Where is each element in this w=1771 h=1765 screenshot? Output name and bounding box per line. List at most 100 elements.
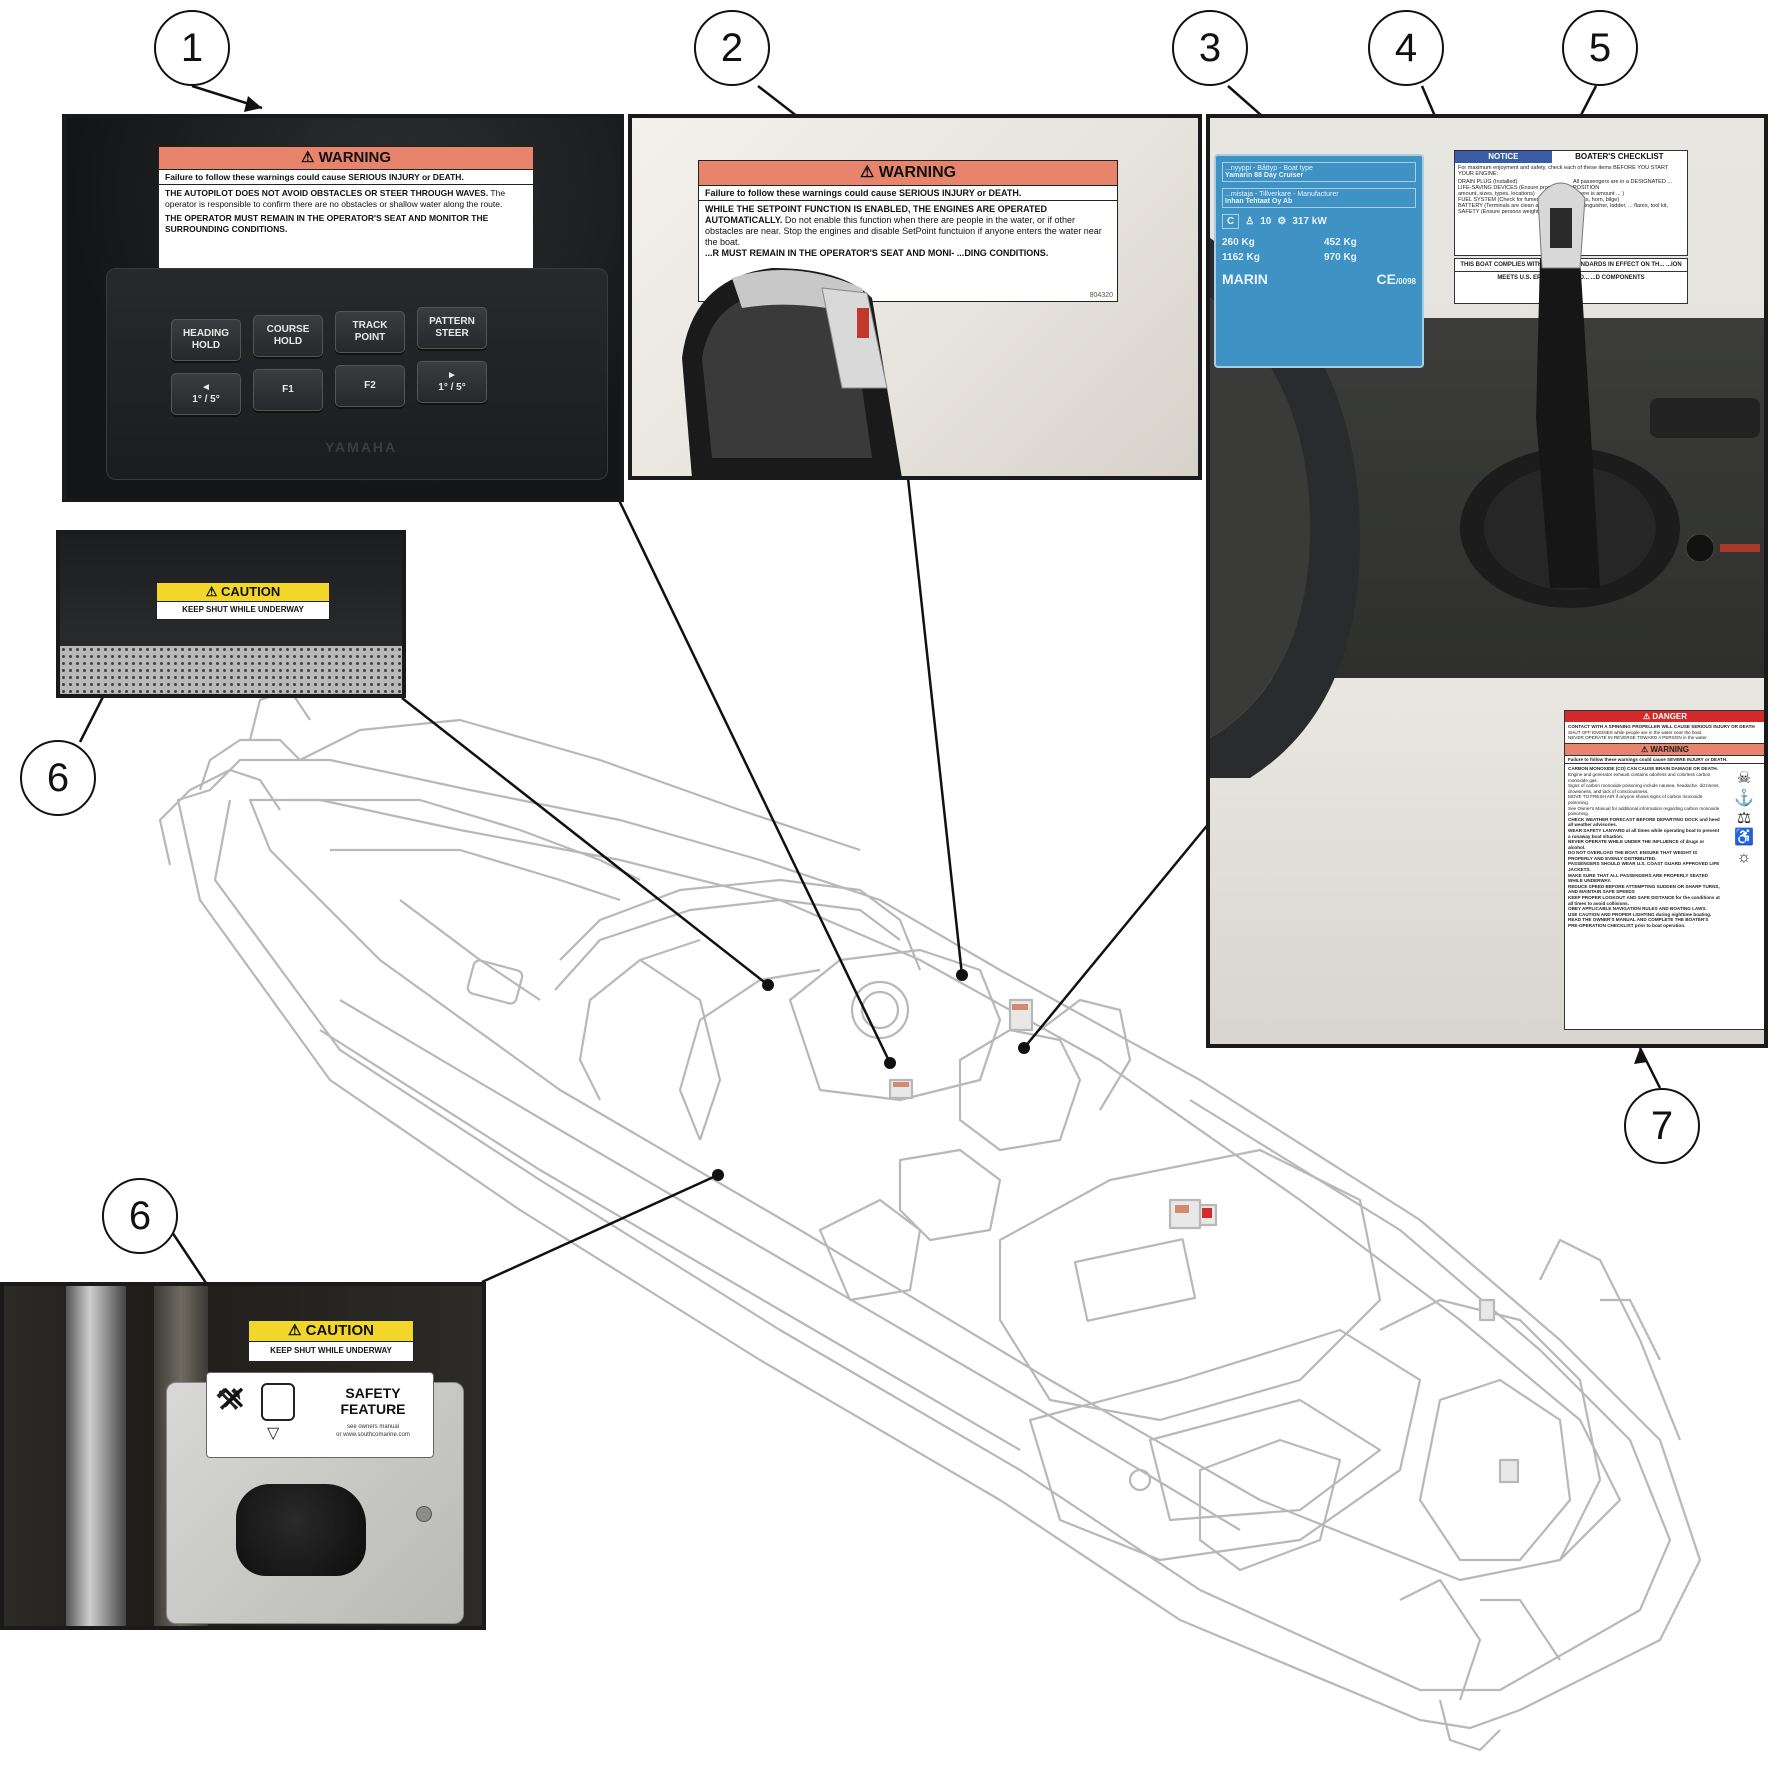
bow-rail	[158, 688, 311, 866]
warning-triangle-icon: ⚠	[1640, 744, 1651, 754]
checklist-item-right-2: (There is amount ... )	[1573, 191, 1625, 197]
caution-label-upper: ⚠ CAUTION KEEP SHUT WHILE UNDERWAY	[156, 582, 330, 620]
callout-1: 1	[154, 10, 230, 86]
mesh-grille	[60, 646, 402, 694]
seated-passenger-icon: ♿	[1734, 829, 1754, 847]
plate-boat-type: Yamarin 88 Day Cruiser	[1225, 172, 1304, 179]
plate-weight-1: 260 Kg	[1222, 237, 1255, 248]
warning-item: CARBON MONOXIDE (CO) CAN CAUSE BRAIN DAM…	[1568, 766, 1718, 772]
warning-item: MAKE SURE THAT ALL PASSENGERS ARE PROPER…	[1568, 872, 1708, 884]
warning-item: KEEP PROPER LOOKOUT AND SAFE DISTANCE fo…	[1568, 895, 1720, 906]
warning-triangle-icon: ⚠	[859, 164, 875, 181]
plate-max-persons: 10	[1260, 216, 1272, 227]
plate-ce-number: /0098	[1395, 277, 1416, 286]
warning-item: Engine and generator exhaust contains od…	[1568, 771, 1711, 783]
helm-console	[788, 948, 1002, 1102]
callout-2: 2	[694, 10, 770, 86]
warning-item: DO NOT OVERLOAD THE BOAT. ENSURE THAT WE…	[1568, 850, 1698, 861]
warning-title: WARNING	[1650, 744, 1690, 754]
leader-6a	[401, 697, 769, 986]
warning-line-1-rest: Do not enable this function when there a…	[705, 215, 1102, 247]
warning-triangle-icon: ⚠	[205, 584, 218, 599]
key-port-adjust[interactable]: ◄1° / 5°	[171, 373, 241, 415]
leader-6b	[481, 1173, 719, 1284]
warning-title: WARNING	[878, 164, 957, 181]
warning-triangle-icon: ⚠	[300, 149, 315, 166]
danger-line-3: NEVER OPERATE IN REVERSE TOWARD A PERSON…	[1568, 735, 1708, 741]
photo-setpoint-warning: ⚠ WARNING Failure to follow these warnin…	[628, 114, 1202, 480]
key-starboard-adjust[interactable]: ►1° / 5°	[417, 361, 487, 403]
safety-feature-website: or www.southcomarine.com	[336, 1432, 410, 1438]
warning-item: CHECK WEATHER FORECAST BEFORE DEPARTING …	[1568, 816, 1720, 828]
warning-line-2: ...R MUST REMAIN IN THE OPERATOR'S SEAT …	[705, 248, 1049, 258]
throttle-control-image	[1460, 182, 1760, 608]
safety-feature-line-1: SAFETY	[345, 1385, 401, 1401]
plate-weight-4: 970 Kg	[1324, 252, 1357, 263]
plate-weight-2: 452 Kg	[1324, 237, 1357, 248]
co-poisoning-icon: ☠	[1736, 770, 1752, 788]
callout-7: 7	[1624, 1088, 1700, 1164]
caution-label-lower: ⚠ CAUTION KEEP SHUT WHILE UNDERWAY	[248, 1320, 414, 1362]
checklist-item-safety: SAFETY (Ensure persons weight and ...)	[1458, 209, 1558, 215]
plate-manufacturer-label: ...mistaja - Tillverkare - Manufacturer	[1225, 191, 1339, 198]
caution-text: KEEP SHUT WHILE UNDERWAY	[270, 1346, 392, 1355]
safety-feature-line-2: FEATURE	[340, 1401, 406, 1417]
warning-code: 804320	[1089, 292, 1113, 299]
checklist-heading: BOATER'S CHECKLIST	[1551, 151, 1687, 163]
engine-icon: ⚙	[1277, 216, 1287, 227]
warning-subtitle: Failure to follow these warnings could c…	[159, 170, 533, 185]
capacity-plate: ...nyyppi - Båttyp - Boat type Yamarin 8…	[1214, 154, 1424, 368]
leader-3-7	[1023, 821, 1211, 1049]
windshield	[559, 878, 922, 971]
checklist-item-right-4: ...extinguisher, ladder, ... flares, too…	[1573, 203, 1669, 209]
leader-1	[616, 497, 892, 1064]
warning-item: See Owner's Manual for additional inform…	[1568, 805, 1720, 817]
photo-autopilot-keypad: ⚠ WARNING Failure to follow these warnin…	[62, 114, 624, 502]
key-f2[interactable]: F2	[335, 365, 405, 407]
warning-line-1-rest: The operator is responsible to confirm t…	[165, 188, 506, 209]
warning-item: REDUCE SPEED BEFORE ATTEMPTING SUDDEN OR…	[1568, 883, 1720, 895]
checklist-intro: For maximum enjoyment and safety, check …	[1458, 165, 1669, 177]
warning-item: Signs of carbon monoxide poisoning inclu…	[1568, 783, 1720, 794]
danger-title: DANGER	[1652, 712, 1688, 721]
safety-feature-manual-note: see owners manual	[346, 1424, 400, 1430]
warning-item: USE CAUTION AND PROPER LIGHTING during n…	[1568, 911, 1712, 917]
plate-max-power: 317 kW	[1292, 216, 1327, 227]
warning-line-1-bold: THE AUTOPILOT DOES NOT AVOID OBSTACLES O…	[165, 188, 489, 198]
warning-line-2: THE OPERATOR MUST REMAIN IN THE OPERATOR…	[165, 213, 489, 234]
checklist-item-drain-plug: DRAIN PLUG (Installed)	[1458, 179, 1518, 185]
plate-design-category: C	[1222, 214, 1240, 229]
warning-line-1-bold: WHILE THE SETPOINT FUNCTION IS ENABLED, …	[705, 204, 1048, 225]
key-f1[interactable]: F1	[253, 369, 323, 411]
latch-icon	[261, 1383, 295, 1421]
warning-item: OBEY APPLICABLE NAVIGATION RULES AND BOA…	[1568, 906, 1707, 912]
deck-outline	[248, 798, 1622, 1582]
checklist-item-battery: BATTERY (Terminals are clean and tight)	[1458, 203, 1559, 209]
plate-manufacturer: Inhan Tehtaat Oy Ab	[1225, 198, 1293, 205]
callout-3: 3	[1172, 10, 1248, 86]
notice-heading: NOTICE	[1488, 152, 1519, 161]
callout-6-lower: 6	[102, 1178, 178, 1254]
transom	[1379, 1298, 1602, 1561]
warning-item-list: CARBON MONOXIDE (CO) CAN CAUSE BRAIN DAM…	[1565, 764, 1723, 930]
throttle-lever-image	[682, 268, 902, 476]
checklist-item-passengers: All passengers are in a DESIGNATED ... P…	[1573, 179, 1672, 191]
photo-caution-lid-upper: ⚠ CAUTION KEEP SHUT WHILE UNDERWAY	[56, 530, 406, 698]
danger-warning-label: ⚠ DANGER CONTACT WITH A SPINNING PROPELL…	[1564, 710, 1764, 1030]
photo-helm-labels: ...nyyppi - Båttyp - Boat type Yamarin 8…	[1206, 114, 1768, 1048]
hull-outline	[176, 758, 1702, 1730]
danger-line-1: CONTACT WITH A SPINNING PROPELLER WILL C…	[1568, 724, 1755, 729]
safety-feature-sticker: ⚒ ✕ ▽ SAFETY FEATURE see owners manual o…	[206, 1372, 434, 1458]
lookout-icon: ☼	[1736, 848, 1752, 866]
warning-item: NEVER OPERATE WHILE UNDER THE INFLUENCE …	[1568, 839, 1705, 850]
warning-item: MOVE TO FRESH AIR if anyone shows signs …	[1568, 794, 1703, 805]
caution-title: CAUTION	[305, 1322, 374, 1339]
warning-item: WEAR SAFETY LANYARD at all times while o…	[1568, 827, 1720, 839]
